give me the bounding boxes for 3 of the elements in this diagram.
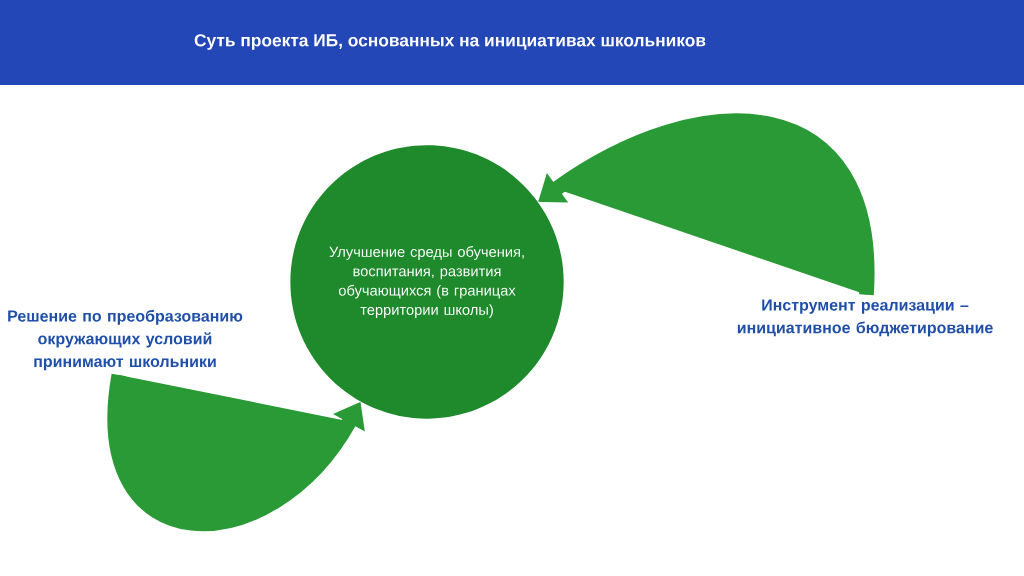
caption-text: Решение по преобразованию окружающих условий принимают школьники <box>8 309 243 371</box>
title: Суть проекта ИБ, основанных на инициативах школьников <box>194 34 706 50</box>
caption-text: Инструмент реализации – инициативное бюджетирование <box>737 299 993 337</box>
